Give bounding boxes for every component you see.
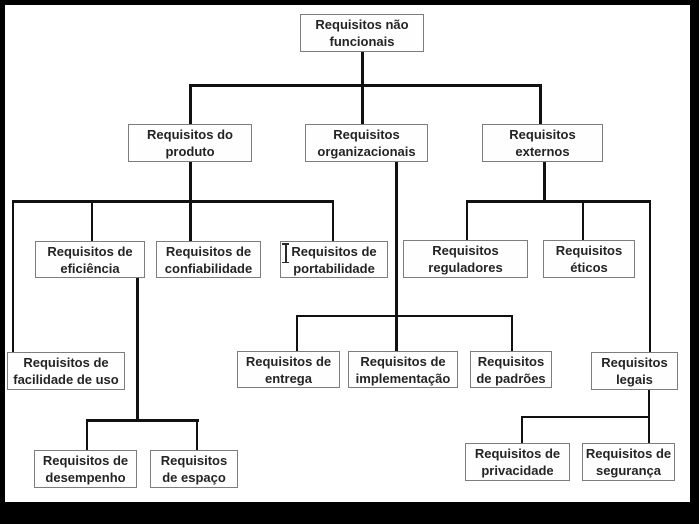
node-seguranca: Requisitos de segurança: [582, 443, 675, 481]
node-label-line: privacidade: [481, 463, 554, 478]
edge-organiz-hbar: [296, 315, 513, 317]
edge-eficiencia-hbar: [86, 419, 199, 422]
edge-drop-espaco: [196, 419, 198, 450]
edge-drop-legais: [649, 200, 651, 352]
edge-trunk-externos-down: [543, 162, 546, 202]
node-label-line: implementação: [355, 370, 451, 386]
edge-drop-produto: [189, 84, 192, 124]
edge-drop-privacidade: [521, 416, 523, 443]
node-label-line: segurança: [595, 463, 662, 478]
node-reguladores: Requisitos reguladores: [403, 240, 528, 278]
node-desempenho: Requisitos de desempenho: [34, 450, 137, 488]
node-label-line: Requisitos: [333, 127, 400, 142]
node-espaco: Requisitos de espaço: [150, 450, 238, 488]
node-externos: Requisitos externos: [482, 124, 603, 162]
node-label-line: Requisitos: [601, 355, 668, 370]
node-facilidade: Requisitos de facilidade de uso: [7, 352, 125, 390]
edge-drop-entrega: [296, 315, 298, 352]
node-eticos: Requisitos éticos: [543, 240, 635, 278]
node-label-line: organizacionais: [317, 144, 416, 159]
node-nao-funcionais: Requisitos não funcionais: [300, 14, 424, 52]
edge-level1-hbar: [189, 84, 542, 87]
node-label-line: Requisitos: [509, 127, 576, 142]
edge-drop-eticos: [582, 200, 584, 240]
node-label-line: portabilidade: [293, 260, 375, 276]
text-cursor-icon: [281, 243, 290, 263]
node-label-line: reguladores: [428, 260, 503, 275]
node-label-line: Requisitos de: [165, 243, 252, 259]
node-label-line: Requisitos de: [23, 355, 109, 370]
node-privacidade: Requisitos de privacidade: [465, 443, 570, 481]
node-label-line: de padrões: [476, 370, 546, 386]
node-label-line: Requisitos de: [42, 453, 129, 468]
edge-drop-desempenho: [86, 419, 88, 450]
edge-drop-organizacionais: [361, 84, 364, 124]
node-label-line: entrega: [265, 370, 312, 386]
edge-produto-hbar: [12, 200, 334, 203]
edge-drop-portabilidade: [332, 200, 334, 242]
node-label-line: Requisitos não: [315, 17, 409, 32]
edge-drop-padroes: [511, 315, 513, 352]
node-label-line: Requisitos: [477, 353, 545, 369]
edge-externos-hbar: [466, 200, 651, 203]
edge-drop-facilidade: [12, 200, 14, 352]
node-legais: Requisitos legais: [591, 352, 678, 390]
edge-drop-eficiencia: [91, 200, 93, 242]
node-label-line: Requisitos de: [585, 446, 672, 461]
node-label-line: Requisitos de: [474, 446, 561, 461]
edge-trunk-eficiencia-down: [136, 278, 139, 422]
node-organizacionais: Requisitos organizacionais: [305, 124, 428, 162]
node-label-line: Requisitos de: [47, 243, 133, 259]
edge-trunk-root-down: [361, 52, 364, 84]
node-label-line: de espaço: [162, 470, 226, 485]
node-label-line: éticos: [570, 260, 608, 275]
node-label-line: confiabilidade: [164, 260, 253, 276]
node-label-line: Requisitos: [432, 243, 499, 258]
edge-legais-hbar: [521, 416, 650, 418]
node-label-line: produto: [165, 144, 215, 159]
node-label-line: Requisitos de: [245, 353, 332, 369]
node-label-line: legais: [616, 372, 653, 387]
edge-drop-externos: [539, 84, 542, 124]
edge-trunk-organiz-down: [395, 162, 398, 351]
node-label-line: Requisitos: [555, 243, 623, 258]
node-label-line: funcionais: [329, 34, 395, 49]
node-label-line: eficiência: [60, 260, 120, 276]
edge-drop-reguladores: [466, 200, 468, 240]
node-label-line: externos: [515, 144, 570, 159]
node-label-line: desempenho: [45, 470, 126, 485]
node-label-line: Requisitos do: [147, 127, 233, 142]
node-label-line: Requisitos de: [291, 243, 377, 259]
node-label-line: Requisitos de: [360, 353, 446, 369]
node-label-line: facilidade de uso: [13, 372, 119, 387]
node-produto: Requisitos do produto: [128, 124, 252, 162]
node-label-line: Requisitos: [160, 453, 228, 468]
